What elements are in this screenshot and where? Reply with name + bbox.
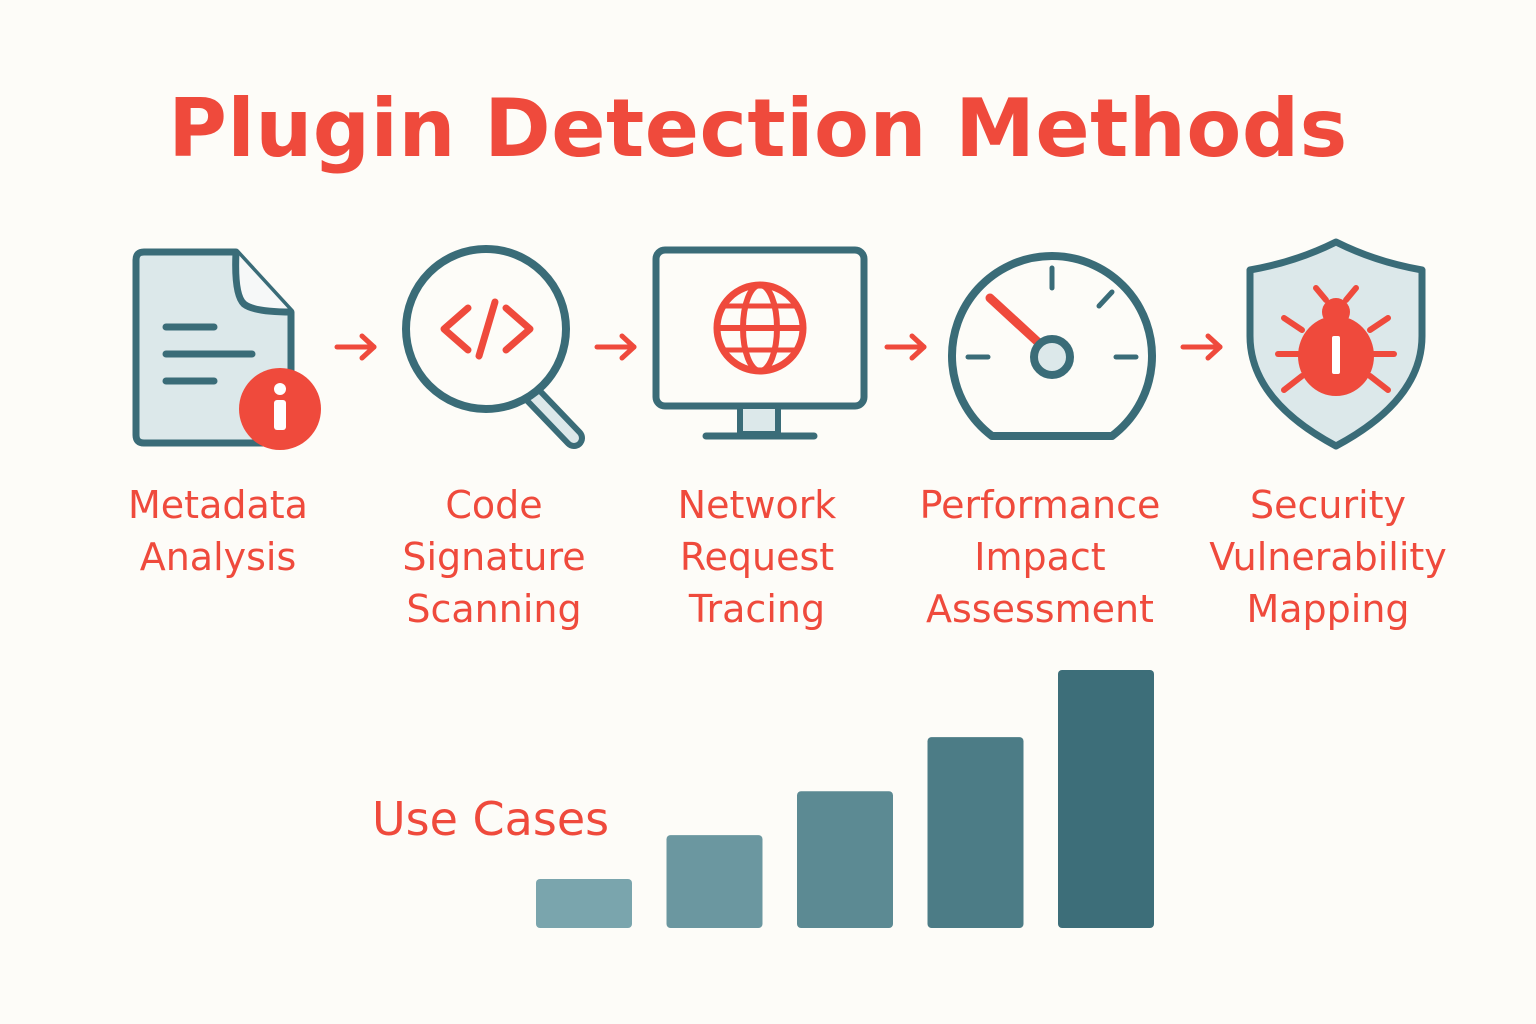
arrow-right-icon [334,333,377,361]
code-magnifier-icon [402,245,585,449]
shield-bug-icon [1246,238,1426,450]
page-title: Plugin Detection Methods [168,82,1348,175]
use-case-bar-2 [666,835,763,928]
use-case-bar-5 [1058,670,1154,928]
arrow-right-icon [884,333,927,361]
use-case-bar-1 [536,878,632,928]
use-case-bar-3 [797,791,893,928]
use-cases-label: Use Cases [372,792,610,846]
arrow-right-icon [594,333,637,361]
step-label-code-signature-scanning: Code Signature Scanning [402,483,586,631]
speedometer-icon [948,252,1156,440]
step-label-performance-impact-assessment: Performance Impact Assessment [919,483,1161,631]
use-case-bar-4 [927,737,1024,928]
document-info-icon [132,248,321,450]
monitor-globe-icon [652,246,868,440]
step-label-network-request-tracing: Network Request Tracing [677,483,837,631]
step-label-security-vulnerability-mapping: Security Vulnerability Mapping [1209,483,1447,631]
arrow-right-icon [1180,333,1223,361]
step-label-metadata-analysis: Metadata Analysis [128,483,308,579]
